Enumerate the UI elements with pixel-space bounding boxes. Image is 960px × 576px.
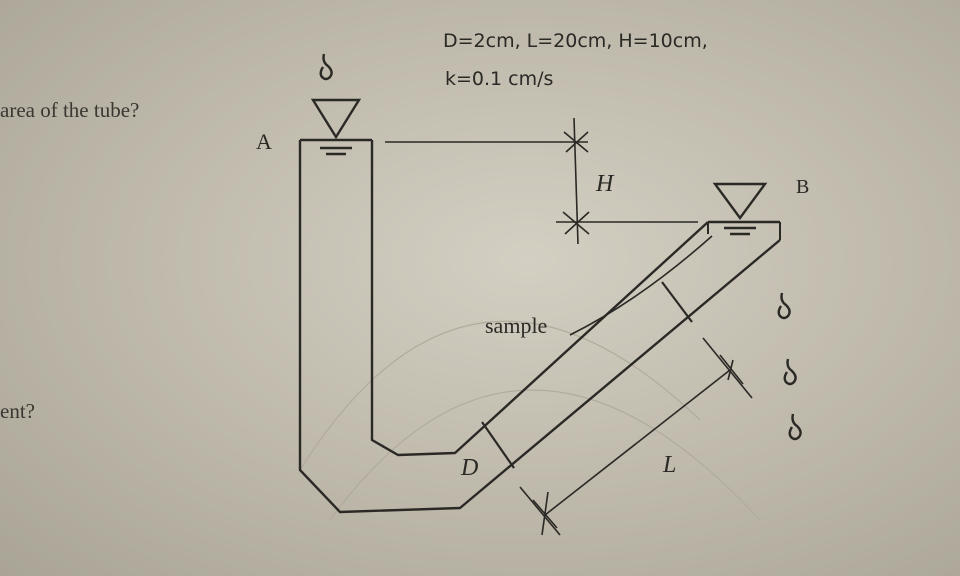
head-difference-label: H (595, 171, 615, 197)
water-drop-icon (777, 292, 791, 320)
length-label: L (662, 452, 676, 478)
tube-outer-wall (298, 140, 781, 514)
water-drop-icon (783, 358, 797, 386)
sample-boundary-upper (661, 281, 693, 323)
head-difference-dimension (385, 117, 698, 245)
water-level-icon (712, 182, 768, 236)
water-level-icon (310, 98, 362, 156)
question-fragment-2: ent? (0, 399, 35, 423)
water-drop-icon (319, 53, 333, 81)
given-values-line-2: k=0.1 cm/s (445, 68, 553, 90)
sample-leader-line (569, 235, 713, 336)
point-b-label: B (796, 176, 809, 198)
length-dimension (519, 337, 753, 536)
water-drop-icon (788, 413, 802, 441)
tube-inner-wall (370, 140, 709, 457)
point-a-label: A (256, 129, 272, 154)
question-fragment-1: area of the tube? (0, 98, 139, 122)
sample-label: sample (485, 313, 547, 338)
diameter-label: D (460, 455, 478, 481)
background-ghost-lines (299, 320, 761, 521)
given-values-line-1: D=2cm, L=20cm, H=10cm, (443, 30, 708, 52)
u-tube (298, 138, 781, 514)
sample-boundary-lower (481, 421, 515, 469)
